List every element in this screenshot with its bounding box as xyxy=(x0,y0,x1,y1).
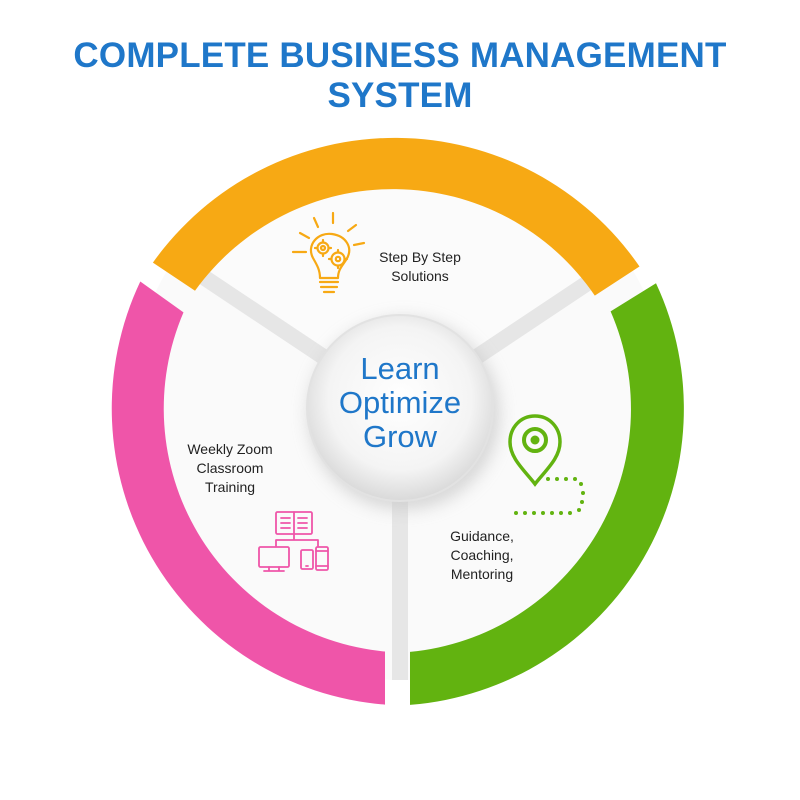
lightbulb-gears-icon xyxy=(291,211,366,294)
center-text: Learn Optimize Grow xyxy=(300,352,500,454)
label-line: Training xyxy=(204,479,256,495)
label-line: Mentoring xyxy=(450,566,514,582)
label-guidance: Guidance, Coaching, Mentoring xyxy=(432,527,532,584)
center-circle xyxy=(306,314,494,502)
center-line-grow: Grow xyxy=(362,419,438,454)
devices-training-icon xyxy=(258,511,329,572)
label-line: Classroom xyxy=(196,460,264,476)
label-step-by-step: Step By Step Solutions xyxy=(360,248,480,286)
ring-segment-right xyxy=(410,283,684,705)
location-pin-icon xyxy=(508,414,585,515)
label-line: Coaching, xyxy=(450,547,514,563)
ring-segment-top xyxy=(152,137,640,296)
label-line: Solutions xyxy=(391,268,449,284)
ring-segment-left xyxy=(111,281,386,705)
center-line-optimize: Optimize xyxy=(338,385,462,420)
label-line: Step By Step xyxy=(379,249,461,265)
center-line-learn: Learn xyxy=(360,351,440,386)
page-title: COMPLETE BUSINESS MANAGEMENT SYSTEM xyxy=(73,36,727,115)
label-line: Guidance, xyxy=(450,528,514,544)
label-line: Weekly Zoom xyxy=(187,441,273,457)
label-weekly-zoom: Weekly Zoom Classroom Training xyxy=(170,440,290,497)
